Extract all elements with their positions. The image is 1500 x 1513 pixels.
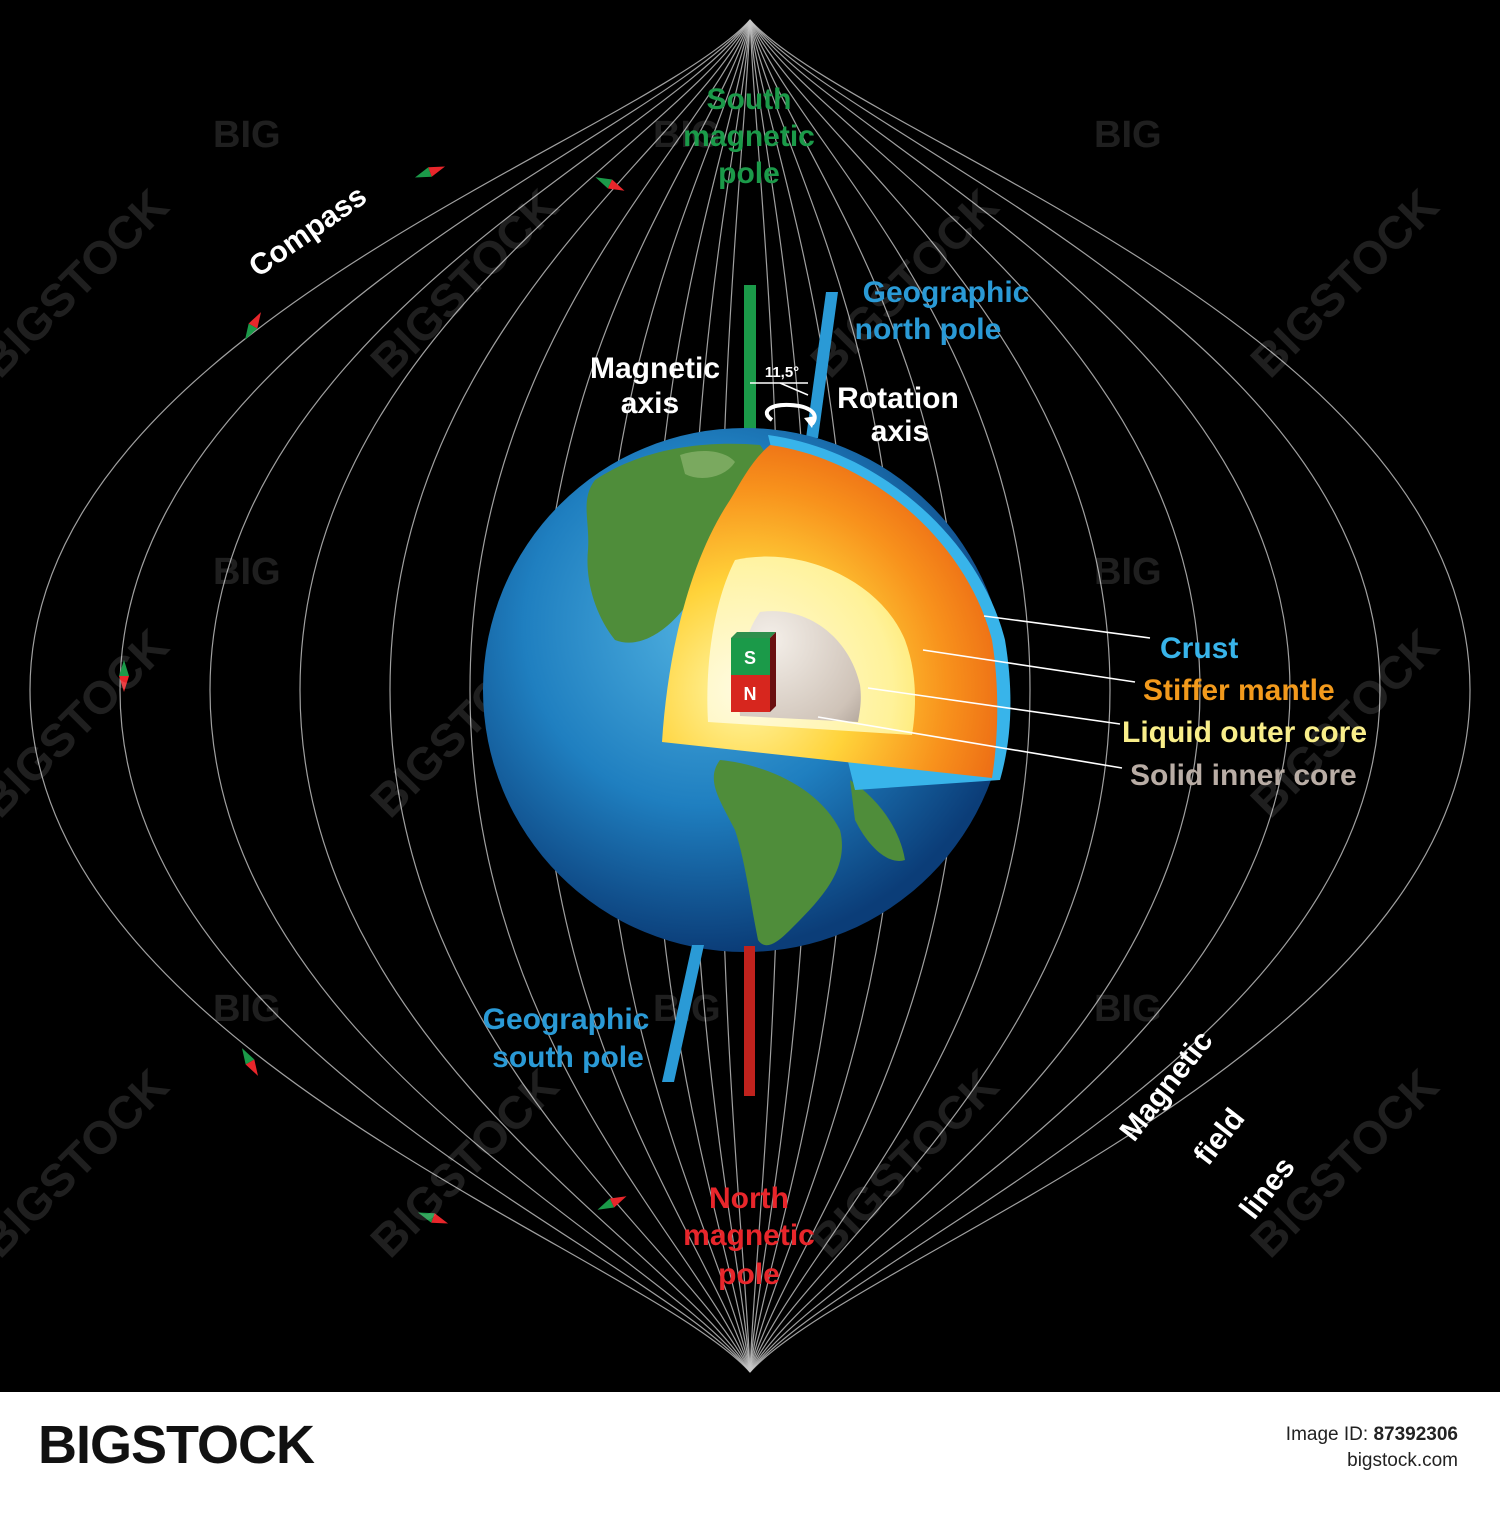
svg-text:magnetic: magnetic (683, 120, 815, 153)
watermark-small: BIG (653, 114, 721, 156)
svg-text:pole: pole (718, 1258, 780, 1291)
field-line (749, 19, 1291, 1373)
svg-text:field: field (1188, 1102, 1252, 1171)
watermark-small: BIG (213, 551, 281, 593)
south-magnetic-pole-label: South magnetic pole (683, 83, 815, 190)
watermark-large: BIGSTOCK (360, 1059, 568, 1267)
compass-needles (119, 166, 627, 1224)
rotation-axis-label: Rotation axis (837, 382, 959, 448)
svg-text:Geographic: Geographic (863, 276, 1030, 309)
magnetic-axis-rod-bottom (744, 946, 755, 1096)
svg-text:axis: axis (621, 387, 679, 420)
continent-greenland (680, 450, 735, 478)
outer-core-label: Liquid outer core (1122, 716, 1367, 749)
magnet-n-label: N (744, 684, 757, 704)
rotation-axis-rod-bottom (662, 945, 704, 1082)
continent-africa-edge (850, 780, 905, 861)
continent-north-america (586, 443, 769, 643)
rotation-axis-rod-top (806, 292, 838, 438)
axis-angle-indicator: 11,5° (750, 364, 817, 428)
field-line (299, 19, 751, 1373)
watermark-small: BIG (213, 988, 281, 1030)
earth-magnetic-field-diagram: BIGBIGBIGBIGBIGBIGBIGBIGBIGBIGSTOCKBIGST… (0, 19, 1471, 1373)
mantle-label: Stiffer mantle (1143, 674, 1335, 707)
geographic-south-pole-label: Geographic south pole (483, 1003, 650, 1074)
svg-text:pole: pole (718, 157, 780, 190)
watermark-large: BIGSTOCK (0, 619, 178, 827)
angle-label: 11,5° (765, 364, 799, 381)
magnetic-field-lines (29, 19, 1471, 1373)
svg-text:axis: axis (871, 415, 929, 448)
field-line (209, 19, 751, 1373)
compass-needle-icon (417, 1212, 449, 1224)
magnetic-axis-rod-top (744, 285, 756, 435)
field-line (119, 19, 751, 1373)
compass-label: Compass (243, 179, 373, 283)
svg-text:North: North (709, 1182, 789, 1215)
field-line (469, 19, 751, 1373)
watermark-large: BIGSTOCK (0, 179, 178, 387)
field-line (749, 19, 1471, 1373)
bar-magnet: S N (731, 632, 776, 712)
watermark-small: BIG (213, 114, 281, 156)
field-line (29, 19, 751, 1373)
svg-text:Rotation: Rotation (837, 382, 959, 415)
compass-needle-icon (245, 312, 261, 340)
field-line (749, 19, 1111, 1373)
watermark-small: BIG (1094, 114, 1162, 156)
compass-needle-icon (119, 660, 129, 692)
svg-text:Geographic: Geographic (483, 1003, 650, 1036)
svg-text:magnetic: magnetic (683, 1219, 815, 1252)
earth-globe: S N (483, 428, 1011, 952)
watermark-large: BIGSTOCK (0, 1059, 178, 1267)
field-line (749, 19, 1381, 1373)
field-line (749, 19, 1201, 1373)
watermark-large: BIGSTOCK (360, 179, 568, 387)
field-line (749, 19, 1031, 1373)
compass-needle-icon (242, 1048, 258, 1076)
image-id-label: Image ID: (1285, 1424, 1369, 1445)
image-id-value: 87392306 (1373, 1424, 1458, 1445)
field-line (389, 19, 751, 1373)
compass-needle-icon (597, 1196, 627, 1210)
svg-text:Magnetic: Magnetic (590, 352, 720, 385)
continent-south-america (713, 760, 842, 946)
compass-needle-icon (414, 166, 446, 178)
stock-footer: BIGSTOCK Image ID: 87392306 bigstock.com (0, 1392, 1500, 1513)
layer-labels: Crust Stiffer mantle Liquid outer core S… (1122, 632, 1367, 792)
layer-leader-lines (817, 615, 1151, 769)
svg-text:north pole: north pole (855, 313, 1002, 346)
north-magnetic-pole-label: North magnetic pole (683, 1182, 815, 1291)
watermark-small: BIG (1094, 551, 1162, 593)
rotation-arrow-icon (764, 402, 817, 426)
svg-text:South: South (707, 83, 792, 116)
watermark-large: BIGSTOCK (800, 1059, 1008, 1267)
magnetic-axis-label: Magnetic axis (590, 352, 720, 420)
magnet-s-label: S (744, 648, 756, 668)
watermark-large: BIGSTOCK (1240, 179, 1448, 387)
svg-text:south pole: south pole (492, 1041, 644, 1074)
crust-label: Crust (1160, 632, 1238, 665)
magnetic-field-lines-label: Magnetic field lines (1114, 1025, 1302, 1226)
stock-logo: BIGSTOCK (38, 1415, 315, 1475)
compass-needle-icon (595, 177, 625, 191)
stock-url: bigstock.com (1347, 1450, 1458, 1471)
image-id: Image ID: 87392306 (1286, 1424, 1458, 1446)
watermark-small: BIG (1094, 988, 1162, 1030)
inner-core-label: Solid inner core (1130, 759, 1357, 792)
geographic-north-pole-label: Geographic north pole (855, 276, 1030, 346)
